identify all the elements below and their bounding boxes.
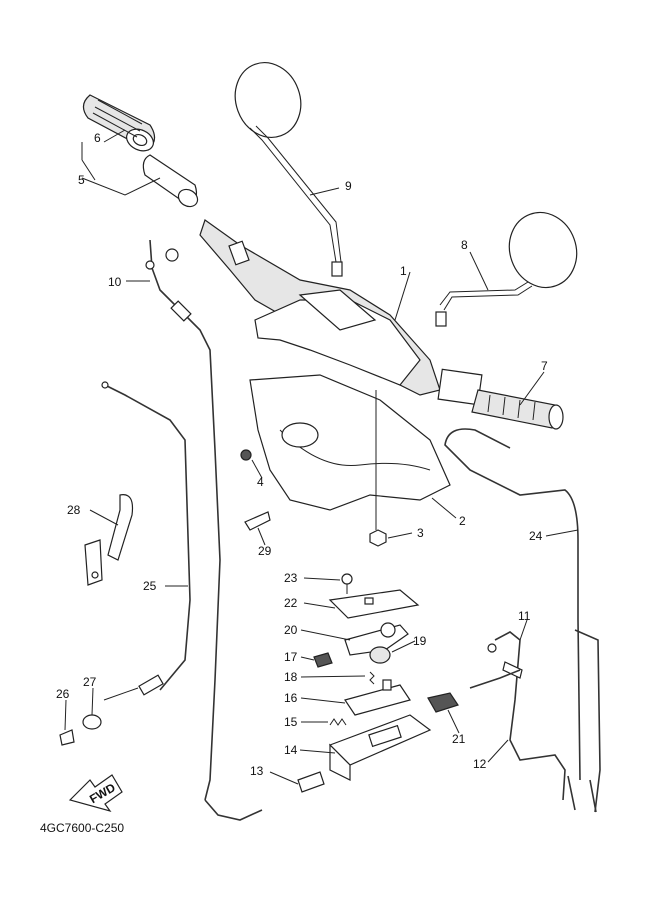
knob-part-19 (369, 646, 391, 664)
callout-10: 10 (108, 275, 122, 289)
plate-part-22 (328, 589, 420, 619)
callout-2: 2 (459, 514, 466, 528)
spring-part-15 (329, 718, 347, 726)
bracket-part-29 (244, 511, 271, 531)
callout-23: 23 (284, 571, 298, 585)
callout-11: 11 (518, 609, 531, 623)
callout-13: 13 (250, 764, 264, 778)
callout-21: 21 (452, 732, 466, 746)
fitting-part-27 (82, 714, 102, 730)
nut-part-3 (369, 529, 387, 547)
callout-3: 3 (417, 526, 424, 540)
diagram-code: 4GC7600-C250 (40, 821, 124, 835)
callout-19: 19 (413, 634, 427, 648)
cable-part-11 (487, 631, 566, 801)
callout-5: 5 (78, 173, 85, 187)
lever-part-20 (344, 622, 409, 656)
cable-part-24 (444, 428, 601, 813)
screw-part-4 (240, 449, 252, 461)
callout-6: 6 (94, 131, 101, 145)
callout-9: 9 (345, 179, 352, 193)
collar-part-13 (297, 771, 325, 793)
lever-bracket-part-28 (84, 494, 134, 586)
handlebar-upper-cover-part (199, 219, 441, 396)
callout-18: 18 (284, 670, 298, 684)
callout-17: 17 (284, 650, 298, 664)
callout-14: 14 (284, 743, 298, 757)
handlebar-lower-cover-part (249, 374, 451, 530)
throttle-cable-part (145, 239, 263, 821)
callout-16: 16 (284, 691, 298, 705)
fitting-part-26 (59, 729, 75, 746)
callout-4: 4 (257, 475, 264, 489)
left-mirror-part (234, 62, 343, 277)
callout-1: 1 (400, 264, 407, 278)
callout-25: 25 (143, 579, 157, 593)
callout-24: 24 (529, 529, 543, 543)
cable-part-12 (469, 669, 597, 813)
left-grip-part (82, 94, 156, 152)
case-part-14 (328, 714, 432, 781)
callout-28: 28 (67, 503, 81, 517)
housing-part-16 (344, 679, 411, 716)
right-mirror-part (435, 211, 578, 327)
leader-lines (64, 129, 579, 785)
callout-labels: 6 5 9 8 1 10 7 4 28 2 3 24 29 23 25 22 1… (56, 131, 548, 778)
callout-26: 26 (56, 687, 70, 701)
callout-7: 7 (541, 359, 548, 373)
callout-12: 12 (473, 757, 487, 771)
callout-8: 8 (461, 238, 468, 252)
choke-cable-part (101, 381, 191, 701)
callout-29: 29 (258, 544, 272, 558)
callout-20: 20 (284, 623, 298, 637)
switch-part-21 (427, 692, 459, 713)
screw-part-23 (341, 573, 353, 594)
throttle-sleeve-part (142, 154, 199, 208)
fwd-arrow-icon: FWD (68, 774, 123, 813)
callout-15: 15 (284, 715, 298, 729)
right-grip-part (437, 368, 564, 430)
callout-27: 27 (83, 675, 97, 689)
callout-22: 22 (284, 596, 298, 610)
block-part-17 (313, 652, 333, 668)
spring-part-18 (369, 671, 375, 685)
